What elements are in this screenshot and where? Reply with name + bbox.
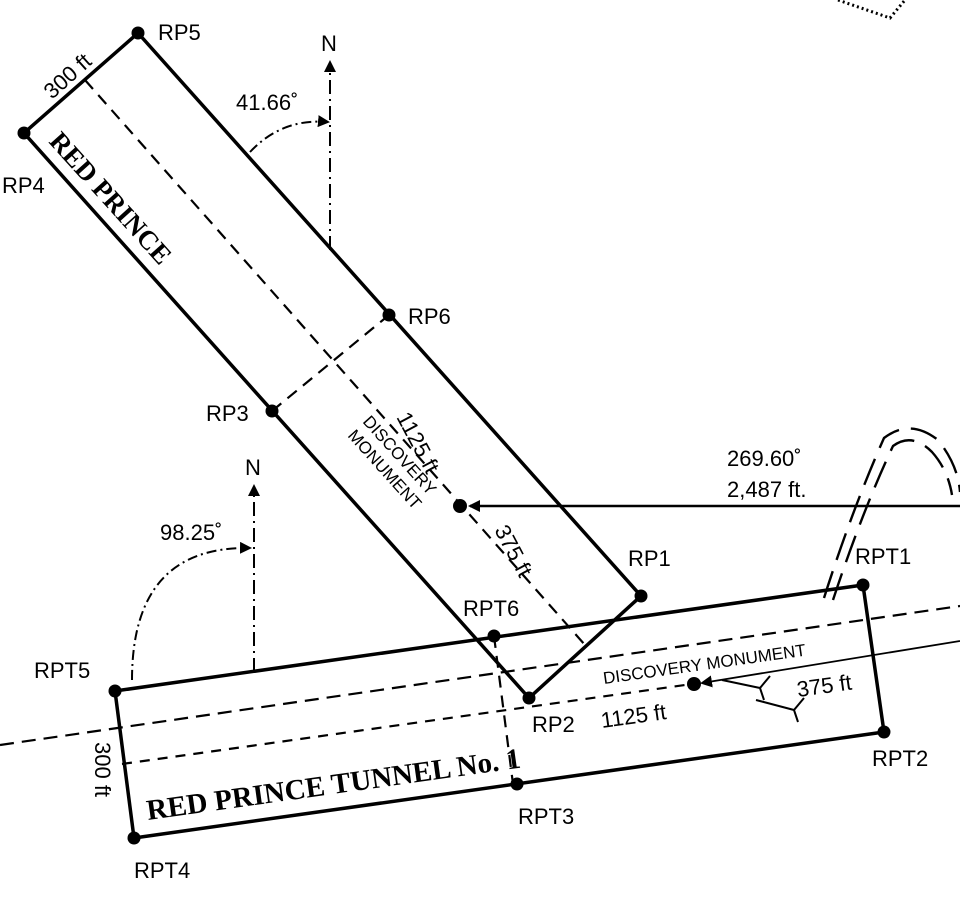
rpt2-point	[877, 725, 891, 739]
tunnel-title: RED PRINCE TUNNEL No. 1	[145, 743, 523, 827]
tunnel-crossline	[492, 635, 515, 785]
rpt6-point	[487, 629, 501, 643]
tie-line-bearing: 269.60˚	[727, 446, 802, 471]
north-label-upper: N	[321, 31, 337, 56]
red-prince-crossline	[271, 314, 390, 412]
mine-symbol-2	[755, 697, 805, 723]
rpt4-point	[127, 831, 141, 845]
rpt2-label: RPT2	[872, 746, 928, 771]
bearing-arc-lower	[131, 541, 252, 681]
red-prince-discovery-monument	[453, 499, 467, 513]
tunnel-centerline	[0, 604, 960, 747]
rpt5-label: RPT5	[34, 658, 90, 683]
rpt5-point	[108, 684, 122, 698]
tunnel-length-label: 1125 ft	[599, 699, 667, 733]
mine-symbol-1	[721, 675, 771, 701]
rp2-point	[522, 691, 536, 705]
north-label-lower: N	[245, 455, 261, 480]
rp3-point	[265, 404, 279, 418]
rp4-point	[17, 126, 31, 140]
red-prince-boundary	[21, 30, 644, 701]
red-prince-offset-label: 375 ft	[490, 521, 538, 581]
rp6-label: RP6	[408, 304, 451, 329]
rp6-point	[382, 308, 396, 322]
rpt4-label: RPT4	[134, 858, 190, 883]
rpt6-label: RPT6	[463, 596, 519, 621]
red-prince-title: RED PRINCE	[44, 126, 178, 270]
tunnel-tie	[700, 640, 960, 688]
rp4-label: RP4	[2, 173, 45, 198]
tunnel-inner-line	[121, 682, 693, 766]
rp5-label: RP5	[158, 20, 201, 45]
road-line-b	[831, 439, 954, 601]
tunnel-bearing: 98.25˚	[160, 520, 222, 545]
rp1-point	[634, 589, 648, 603]
tunnel-discovery-monument	[687, 677, 701, 691]
red-prince-centerline	[84, 79, 586, 646]
tie-line-distance: 2,487 ft.	[727, 477, 807, 502]
red-prince-bearing: 41.66˚	[236, 90, 298, 115]
bearing-arc-upper	[249, 115, 330, 153]
rp1-label: RP1	[628, 546, 671, 571]
rp5-point	[131, 26, 145, 40]
rpt1-label: RPT1	[855, 544, 911, 569]
tunnel-monument-label: DISCOVERY MONUMENT	[602, 641, 807, 688]
adjacent-parcel-corner	[837, 0, 907, 20]
tunnel-offset-label: 375 ft	[795, 670, 853, 702]
rp3-label: RP3	[206, 401, 249, 426]
rpt3-label: RPT3	[518, 804, 574, 829]
rp2-label: RP2	[532, 712, 575, 737]
road-line-a	[822, 427, 960, 599]
rpt3-point	[510, 777, 524, 791]
rpt1-point	[856, 578, 870, 592]
tunnel-width-label: 300 ft	[90, 742, 115, 797]
